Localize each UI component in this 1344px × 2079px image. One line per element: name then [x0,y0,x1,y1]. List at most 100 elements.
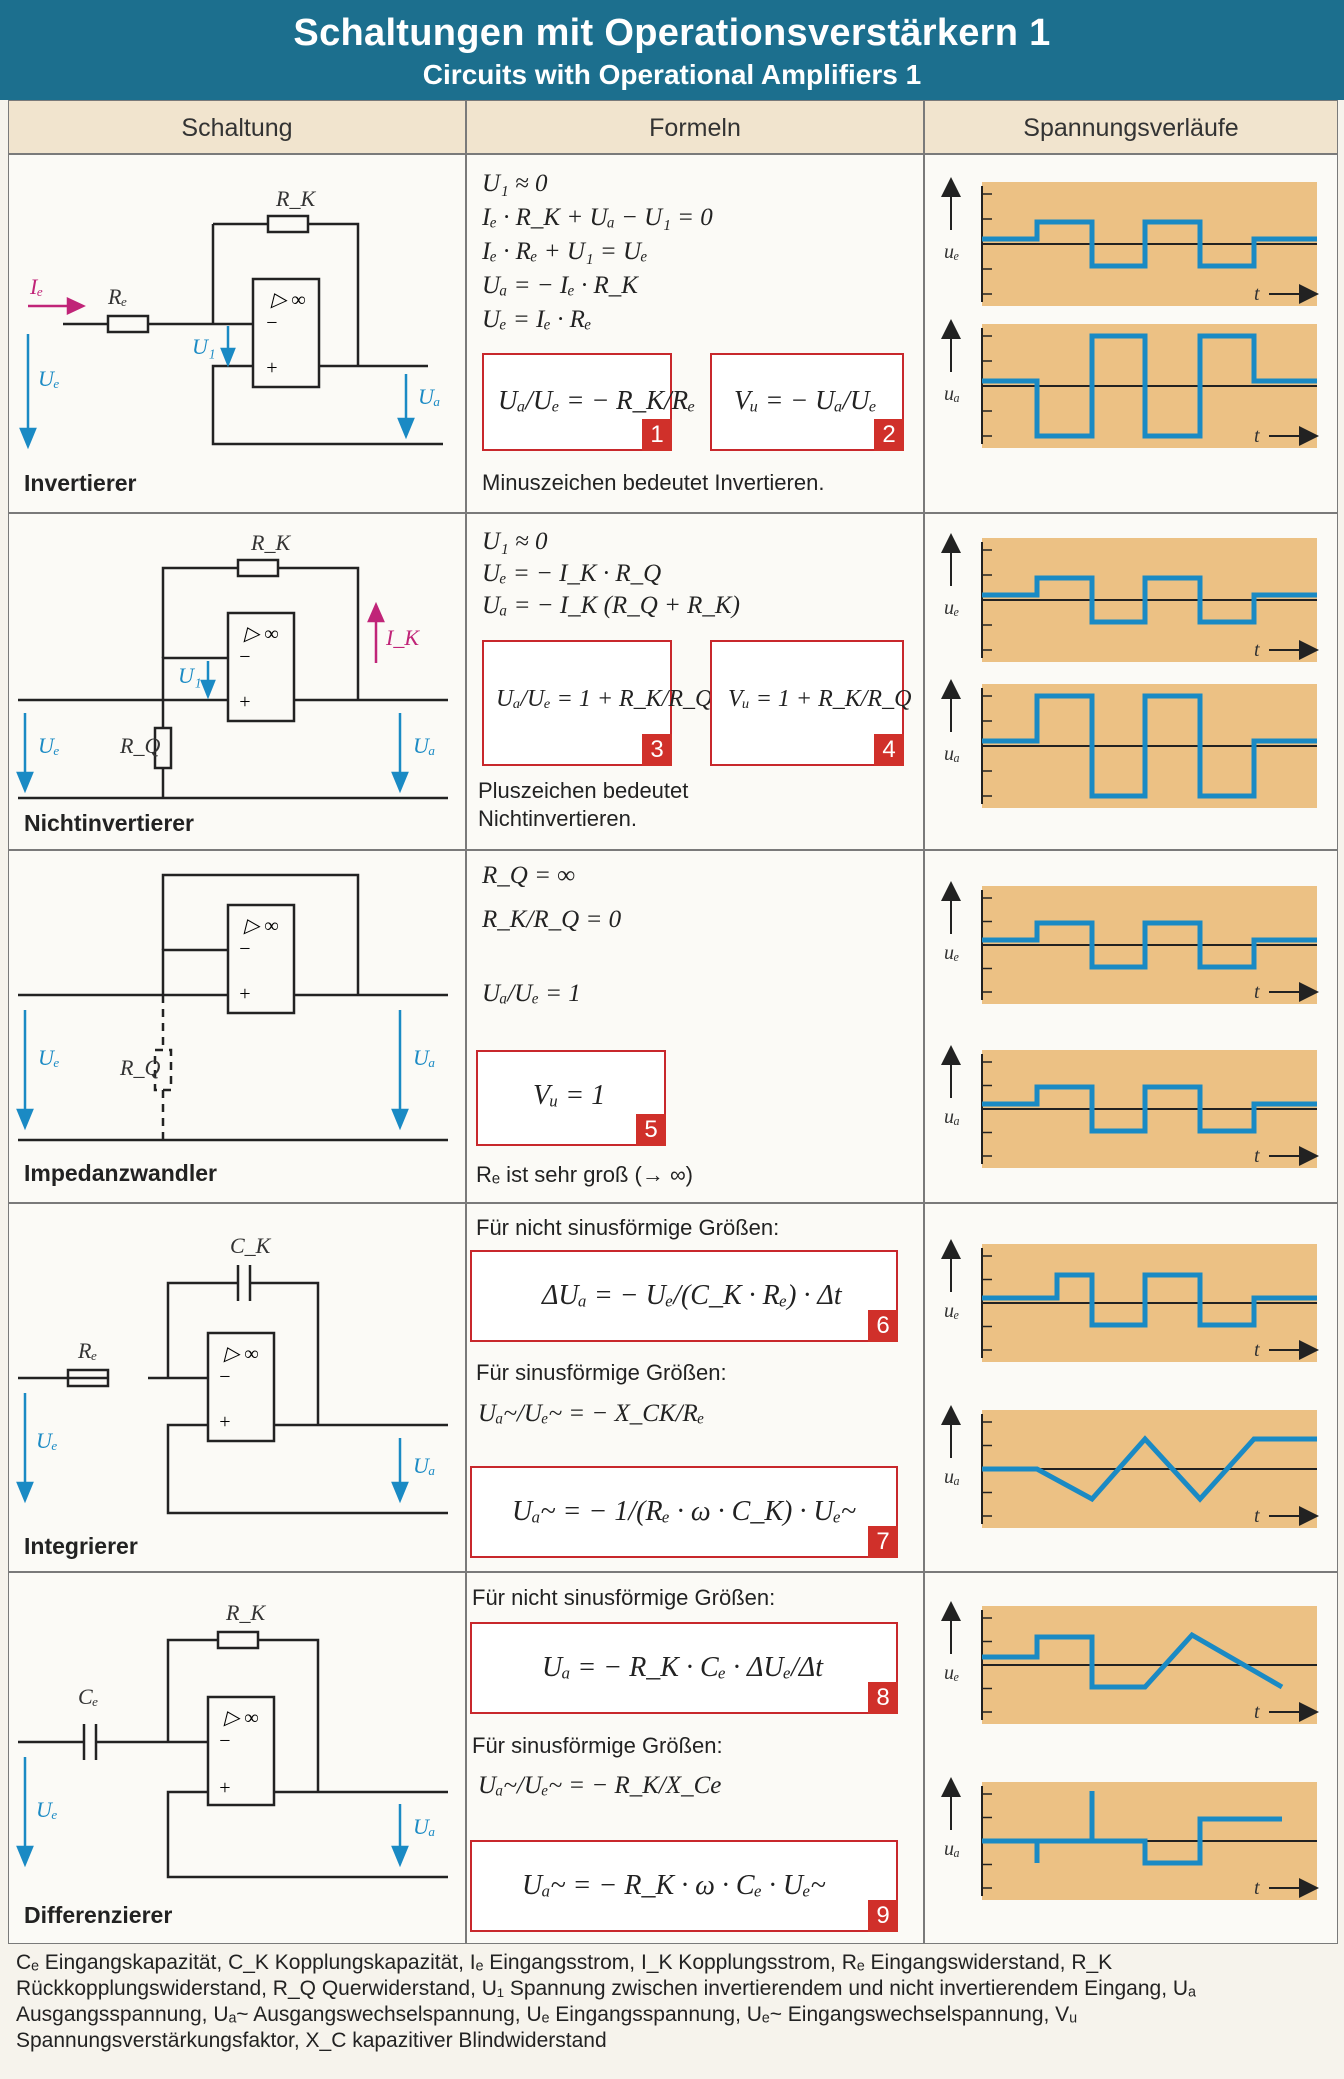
wave-y-label: uₑ [944,597,959,619]
wave-trace [982,1084,1317,1134]
wave-y-label: uₑ [944,1662,959,1684]
wave-t-label: t [1254,1701,1260,1723]
svg-text:I_K: I_K [385,625,420,650]
formula-line: R_K/R_Q = 0 [482,906,622,933]
wave-trace [982,693,1317,799]
svg-text:R_K: R_K [225,1600,266,1625]
noninverter-circuit-diagram: ▷ ∞ − + R_K R_Q I_K Uₑ Uₐ U₁ [16,530,448,800]
wave-y-label: uₐ [944,1466,960,1488]
svg-text:Uₐ: Uₐ [413,733,435,758]
wave-t-label: t [1254,283,1260,305]
formula-number: 5 [636,1114,666,1146]
row4-label-nonsin: Für nicht sinusförmige Größen: [476,1215,780,1240]
svg-text:R_Q: R_Q [119,1055,160,1080]
row3-formula-cell [466,850,924,1203]
wave-t-label: t [1254,1145,1260,1167]
formula-line: Iₑ · R_K + Uₐ − U₁ = 0 [482,204,713,231]
svg-text:Uₐ: Uₐ [418,384,440,409]
inverter-circuit-diagram: ▷ ∞ − + R_K Rₑ Iₑ Uₑ Uₐ U₁ [19,186,443,450]
svg-text:−: − [238,938,252,960]
wave-t-label: t [1254,981,1260,1003]
formula-number: 1 [642,419,672,451]
formula-box-5: Vᵤ = 1 5 [476,1050,666,1146]
wave-trace [982,575,1317,625]
wave-trace [982,1791,1282,1866]
svg-text:−: − [238,646,252,668]
formula-line: Uₐ~/Uₑ~ = − R_K/X_Ce [478,1772,722,1799]
row4-label-sin: Für sinusförmige Größen: [476,1360,727,1385]
formula-line: Uₑ = − I_K · R_Q [482,560,662,587]
row1-note: Minuszeichen bedeutet Invertieren. [482,470,825,495]
svg-text:Iₑ: Iₑ [29,274,43,299]
svg-text:R_Q: R_Q [119,733,160,758]
wave-trace [982,219,1317,269]
svg-text:R_K: R_K [275,186,316,211]
row1-formula-cell [466,154,924,513]
svg-text:Rₑ: Rₑ [107,284,127,309]
title-banner: Schaltungen mit Operationsverstärkern 1 … [0,0,1344,100]
formula-number: 9 [868,1900,898,1932]
col-header-waveforms: Spannungsverläufe [924,100,1338,154]
formula-line: U₁ ≈ 0 [482,528,548,555]
wave-trace [982,1272,1317,1328]
svg-text:▷ ∞: ▷ ∞ [223,1707,259,1729]
formula-line: Uₐ = − I_K (R_Q + R_K) [482,592,740,619]
formula-line: Uₑ = Iₑ · Rₑ [482,306,592,333]
wave-y-label: uₑ [944,241,959,263]
row2-note-1: Pluszeichen bedeutet [478,778,689,803]
svg-text:Uₑ: Uₑ [38,1045,60,1070]
integrator-circuit-diagram: ▷ ∞ − + C_K Rₑ Uₑ Uₐ [16,1233,448,1515]
formula-box-9: Uₐ~ = − R_K · ω · Cₑ · Uₑ~ 9 [470,1840,898,1932]
wave-y-label: uₑ [944,942,959,964]
differentiator-circuit-diagram: ▷ ∞ − + R_K Cₑ Uₑ Uₐ [16,1600,448,1879]
svg-text:Uₐ: Uₐ [413,1045,435,1070]
wave-t-label: t [1254,1339,1260,1361]
impedance-converter-diagram: ▷ ∞ − + R_Q Uₑ Uₐ [16,873,448,1142]
row2-caption: Nichtinvertierer [24,810,195,836]
wave-y-label: uₑ [944,1300,959,1322]
wave-t-label: t [1254,425,1260,447]
wave-t-label: t [1254,639,1260,661]
row1-circuit-cell [8,154,466,513]
svg-text:▷ ∞: ▷ ∞ [243,623,279,645]
wave-t-label: t [1254,1877,1260,1899]
formula-box-4: Vᵤ = 1 + R_K/R_Q 4 [710,640,911,766]
row4-circuit-cell [8,1203,466,1572]
inverter-opamp-symbol: ▷ ∞ [270,289,306,311]
svg-text:−: − [218,1730,232,1752]
formula-box-7: Uₐ~ = − 1/(Rₑ · ω · C_K) · Uₑ~ 7 [470,1466,898,1558]
svg-text:Uₑ: Uₑ [36,1428,58,1453]
wave-trace [982,333,1317,439]
wave-trace [982,1435,1317,1503]
svg-text:R_K: R_K [250,530,291,555]
formula-line: U₁ ≈ 0 [482,170,548,197]
svg-text:Rₑ: Rₑ [77,1338,97,1363]
legend-footer: Cₑ Eingangskapazität, C_K Kopplungskapaz… [16,1951,1196,2052]
svg-text:+: + [218,1411,232,1433]
svg-text:−: − [218,1366,232,1388]
svg-text:▷ ∞: ▷ ∞ [243,915,279,937]
svg-text:Uₑ: Uₑ [36,1797,58,1822]
formula-line: Iₑ · Rₑ + U₁ = Uₑ [482,238,648,265]
formula-box-1: Uₐ/Uₑ = − R_K/Rₑ 1 [482,353,695,451]
row5-label-nonsin: Für nicht sinusförmige Größen: [472,1585,776,1610]
title-en: Circuits with Operational Amplifiers 1 [422,59,922,90]
svg-text:U₁: U₁ [178,663,202,688]
svg-text:Uₐ: Uₐ [413,1453,435,1478]
row5-label-sin: Für sinusförmige Größen: [472,1733,723,1758]
formula-box-8: Uₐ = − R_K · Cₑ · ΔUₑ/Δt 8 [470,1622,898,1714]
row3-note: Rₑ ist sehr groß (→ ∞) [476,1162,693,1187]
formula-number: 2 [874,419,904,451]
wave-y-label: uₐ [944,1838,960,1860]
svg-text:▷ ∞: ▷ ∞ [223,1343,259,1365]
formula-box-6: ΔUₐ = − Uₑ/(C_K · Rₑ) · Δt 6 [470,1250,898,1342]
row1-caption: Invertierer [24,470,137,496]
row5-caption: Differenzierer [24,1902,173,1928]
svg-text:C_K: C_K [230,1233,272,1258]
wave-trace [982,1631,1284,1690]
svg-text:+: + [265,357,279,379]
svg-text:Cₑ: Cₑ [78,1684,99,1709]
svg-text:+: + [238,691,252,713]
wave-y-label: uₐ [944,743,960,765]
wave-trace [982,920,1317,970]
